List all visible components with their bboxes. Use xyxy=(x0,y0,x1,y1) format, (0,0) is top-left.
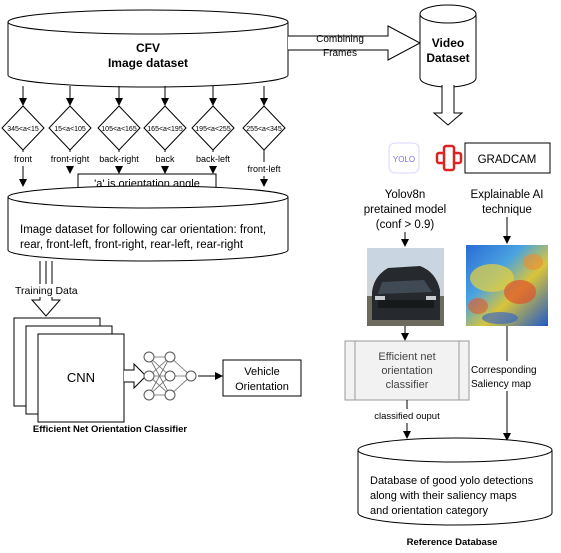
diamond-label: back-left xyxy=(196,154,231,164)
neuron-node xyxy=(164,389,176,401)
vehicle-orientation-box: Vehicle Orientation xyxy=(198,359,302,397)
saliency-connector: Corresponding Saliency map xyxy=(470,326,546,441)
orientation-diamond: 255<a<345 xyxy=(242,105,286,151)
effnet-line1: Efficient net xyxy=(378,351,435,363)
saliency-heatmap xyxy=(466,245,548,326)
neuron-node xyxy=(164,370,176,382)
training-data-arrow: Training Data xyxy=(14,261,100,317)
xai-description: Explainable AI technique xyxy=(471,189,544,244)
yolo-description: Yolov8n pretained model (conf > 0.9) xyxy=(364,189,446,247)
orientation-diamond: 105<a<165 xyxy=(97,105,141,151)
diamond-label: front-right xyxy=(51,154,90,164)
cnn-stack: CNN xyxy=(13,317,125,423)
yolo-desc-line2: pretained model xyxy=(364,204,446,216)
video-down-arrow xyxy=(432,85,464,126)
neuron-node xyxy=(143,351,155,363)
training-data-label: Training Data xyxy=(15,285,78,297)
vehicle-line1: Vehicle xyxy=(244,366,279,378)
diamond-label: front xyxy=(14,154,33,164)
diamond-condition: 165<a<195 xyxy=(147,126,183,133)
gradcam-box: GRADCAM xyxy=(464,142,551,174)
neural-network-icon xyxy=(143,351,197,401)
effnet-line2: orientation xyxy=(381,365,432,377)
effnet-classifier-box: Efficient net orientation classifier xyxy=(344,340,470,401)
classified-output-connector: classified ouput xyxy=(365,400,449,439)
cfv-subtitle: Image dataset xyxy=(108,56,188,70)
diamond-condition: 15<a<105 xyxy=(54,126,86,133)
cnn-label: CNN xyxy=(67,370,95,385)
vehicle-line2: Orientation xyxy=(235,381,289,393)
classified-output-label: classified ouput xyxy=(374,411,440,422)
yolo-logo-text: YOLO xyxy=(393,155,415,164)
orientation-db-line2: rear, front-left, front-right, rear-left… xyxy=(20,239,244,251)
yolo-desc-line1: Yolov8n xyxy=(385,189,426,201)
video-line2: Dataset xyxy=(426,51,469,65)
neuron-node xyxy=(164,351,176,363)
xai-desc-line1: Explainable AI xyxy=(471,189,544,201)
yolo-logo: YOLO xyxy=(388,142,420,174)
orientation-diamond: 165<a<195 xyxy=(143,105,187,151)
saliency-line1: Corresponding xyxy=(471,365,537,376)
diamond-condition: 195<a<255 xyxy=(195,126,231,133)
combining-label: Combining xyxy=(316,34,364,45)
orientation-db-line1: Image dataset for following car orientat… xyxy=(20,224,266,236)
orientation-decision-diamonds: 345<a<15 front 15<a<105 front-right 105<a<16… xyxy=(1,86,286,187)
orientation-diamond: 345<a<15 xyxy=(1,105,45,151)
orientation-dataset-cylinder: Image dataset for following car orientat… xyxy=(7,185,289,262)
reference-database-cylinder: Database of good yolo detections along w… xyxy=(357,437,553,526)
classifier-caption: Efficient Net Orientation Classifier xyxy=(33,424,187,435)
video-dataset-cylinder: Video Dataset xyxy=(419,4,477,88)
neuron-node xyxy=(185,370,197,382)
cfv-image-dataset-cylinder: CFV Image dataset xyxy=(7,9,289,88)
frames-label: Frames xyxy=(323,48,357,59)
cfv-title: CFV xyxy=(136,41,160,55)
combining-frames-arrow: Combining Frames xyxy=(288,25,422,61)
diamond-label: back-right xyxy=(99,154,139,164)
ref-db-line1: Database of good yolo detections xyxy=(370,475,534,487)
cnn-to-network-arrow xyxy=(124,362,147,390)
diamond-condition: 105<a<165 xyxy=(101,126,137,133)
reference-database-caption: Reference Database xyxy=(407,537,498,548)
diamond-label: front-left xyxy=(247,164,281,174)
gradcam-label: GRADCAM xyxy=(478,154,537,166)
neuron-node xyxy=(143,389,155,401)
ref-db-line3: and orientation category xyxy=(370,505,489,517)
diamond-condition: 345<a<15 xyxy=(7,126,39,133)
diamond-condition: 255<a<345 xyxy=(246,126,282,133)
video-line1: Video xyxy=(432,36,464,50)
saliency-line2: Saliency map xyxy=(471,379,531,390)
orientation-diamond: 195<a<255 xyxy=(191,105,235,151)
effnet-line3: classifier xyxy=(386,379,429,391)
xai-desc-line2: technique xyxy=(482,204,532,216)
yolo-desc-line3: (conf > 0.9) xyxy=(376,219,435,231)
plus-icon xyxy=(435,144,463,172)
neuron-node xyxy=(143,370,155,382)
car-photo xyxy=(367,248,444,326)
orientation-diamond: 15<a<105 xyxy=(48,105,92,151)
diamond-label: back xyxy=(155,154,175,164)
ref-db-line2: along with their saliency maps xyxy=(370,490,517,502)
